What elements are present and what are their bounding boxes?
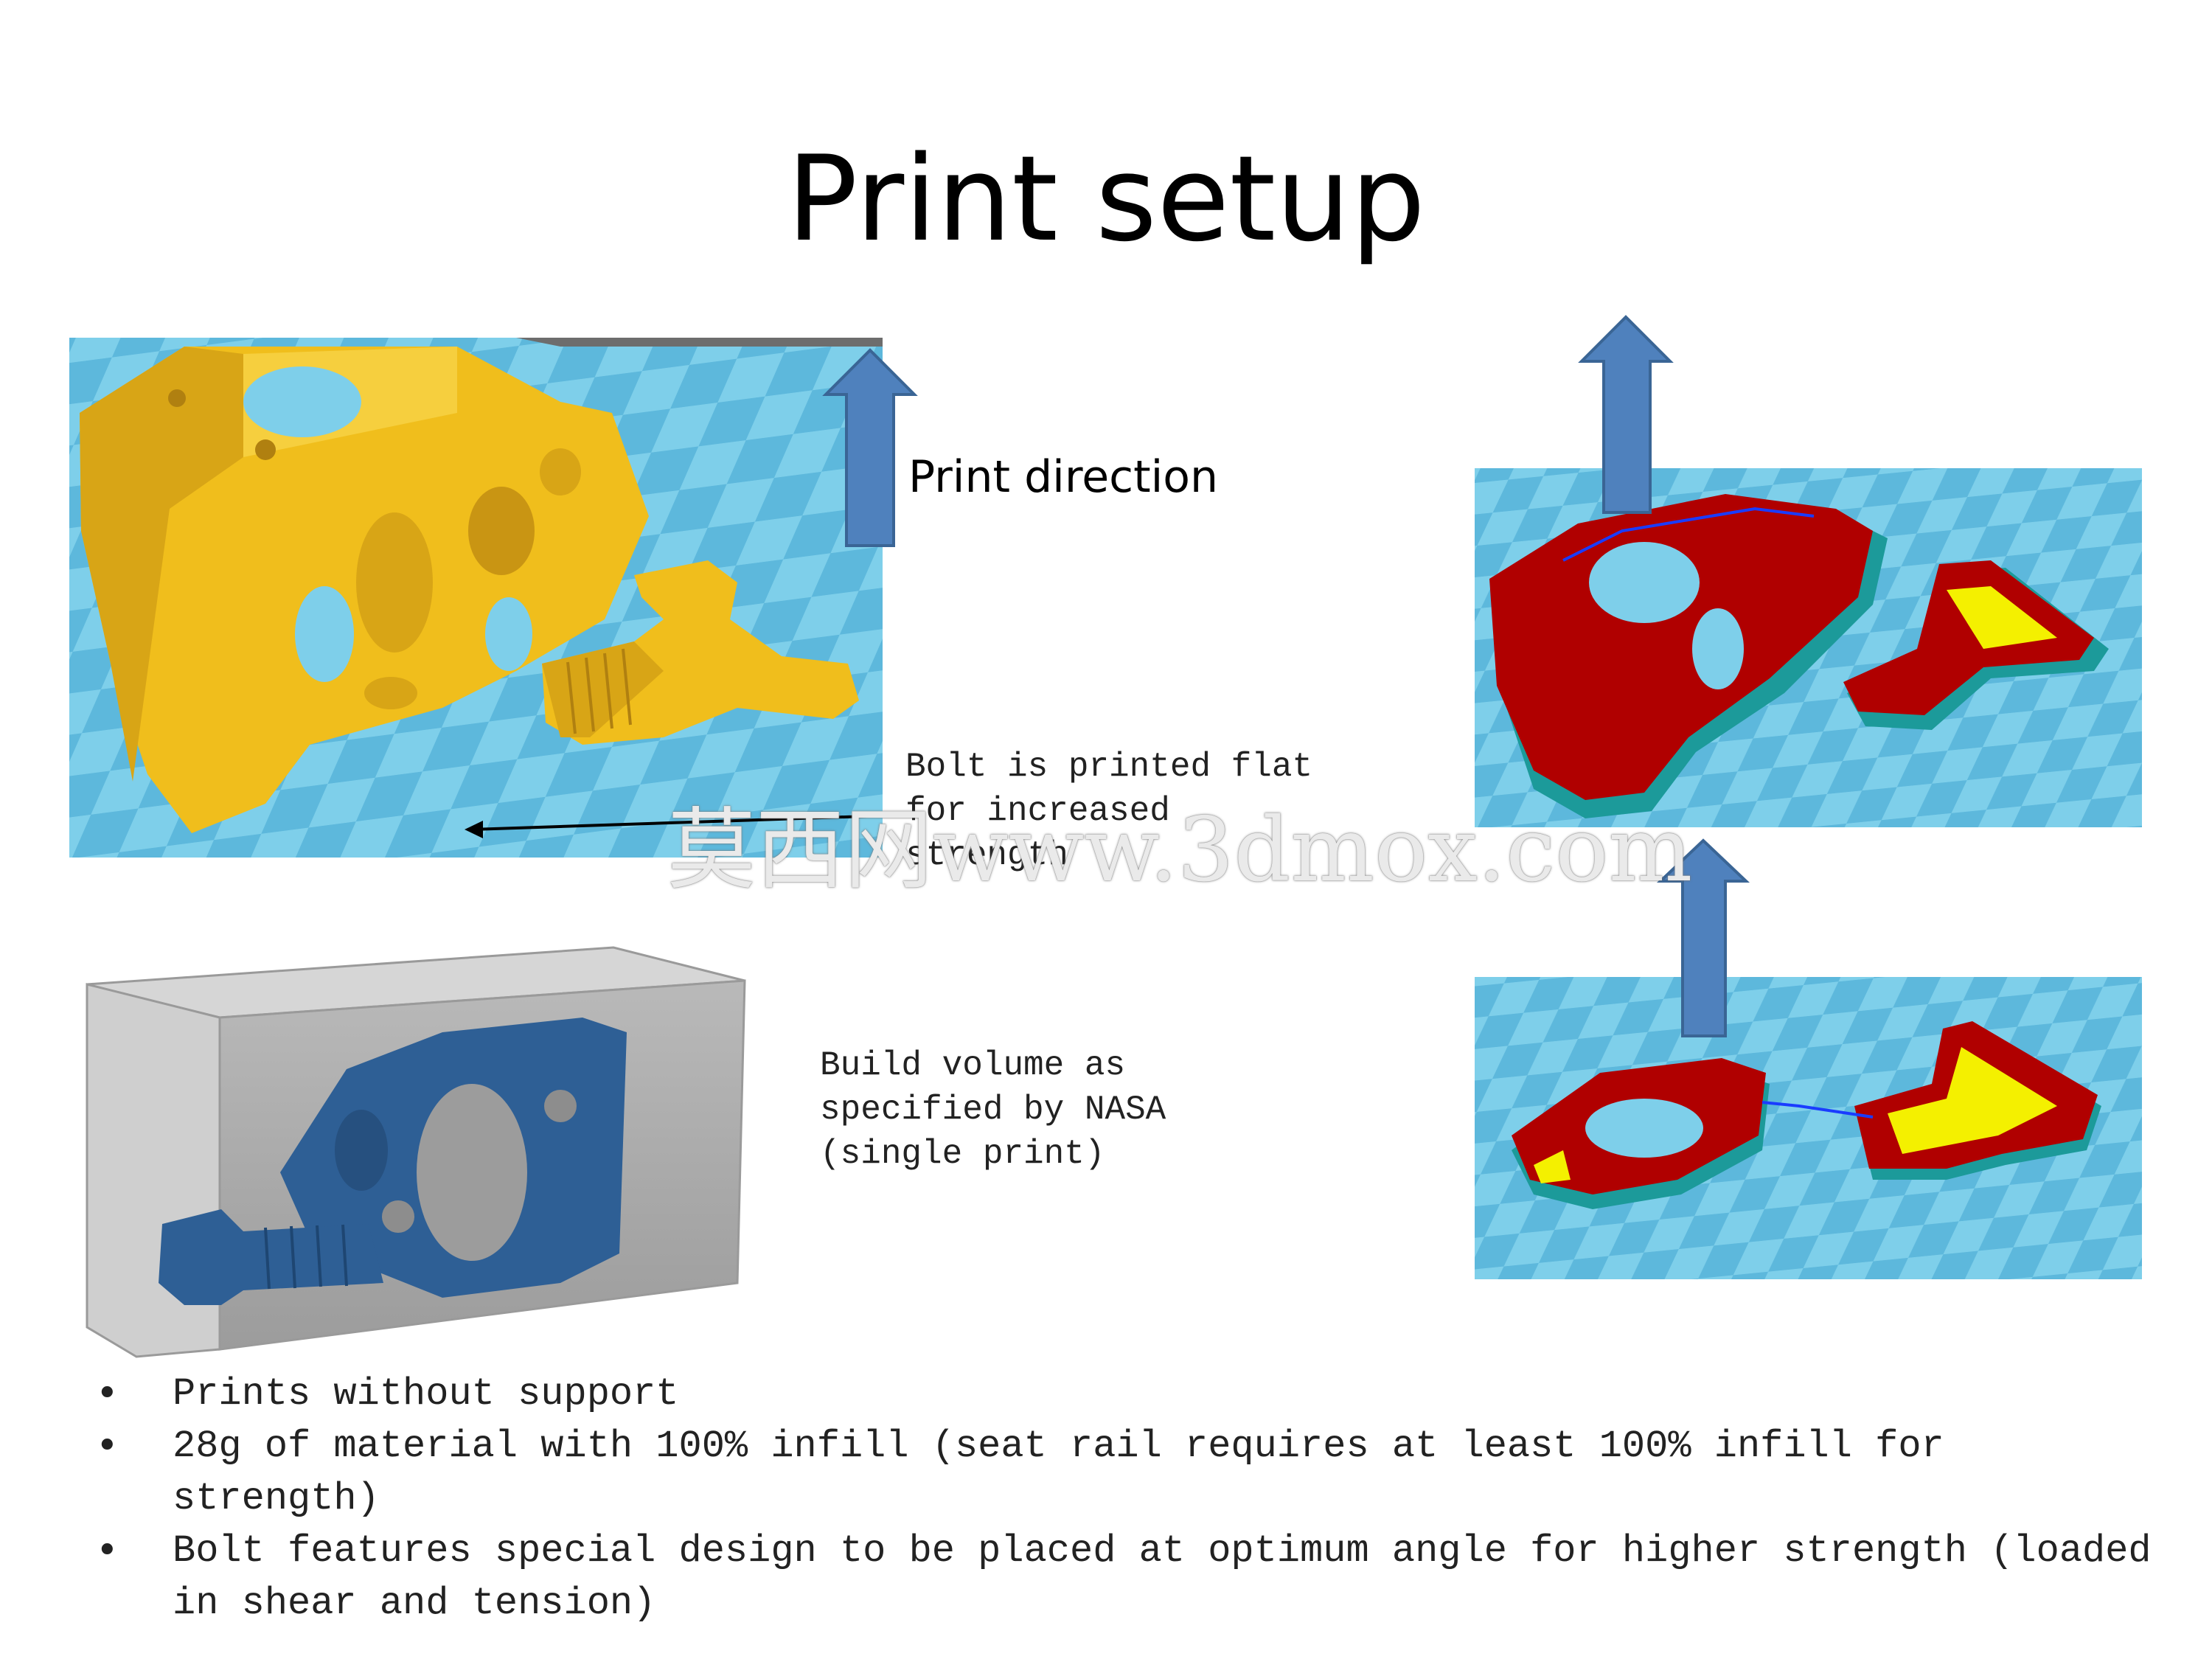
print-direction-label: Print direction — [908, 451, 1219, 503]
print-direction-arrow-icon — [1578, 315, 1674, 514]
bullet-item: Bolt features special design to be place… — [96, 1525, 2160, 1630]
watermark: 莫西网www.3dmox.com — [667, 799, 1693, 902]
process-arrow-icon — [1656, 838, 1750, 1037]
print-direction-arrow-icon — [822, 348, 918, 547]
bullet-list: Prints without support 28g of material w… — [96, 1368, 2160, 1630]
bolt-note: Bolt is printed flat for increased stren… — [905, 748, 1313, 874]
bullet-item: Prints without support — [96, 1368, 2160, 1420]
build-volume-note: Build volume as specified by NASA (singl… — [820, 1046, 1166, 1173]
sliced-preview-top — [1475, 468, 2142, 827]
bullet-item: 28g of material with 100% infill (seat r… — [96, 1420, 2160, 1525]
sliced-preview-bottom — [1475, 977, 2142, 1279]
build-volume-render — [85, 946, 746, 1358]
slide-title: Print setup — [786, 130, 1426, 268]
yellow-part-render — [69, 338, 911, 858]
